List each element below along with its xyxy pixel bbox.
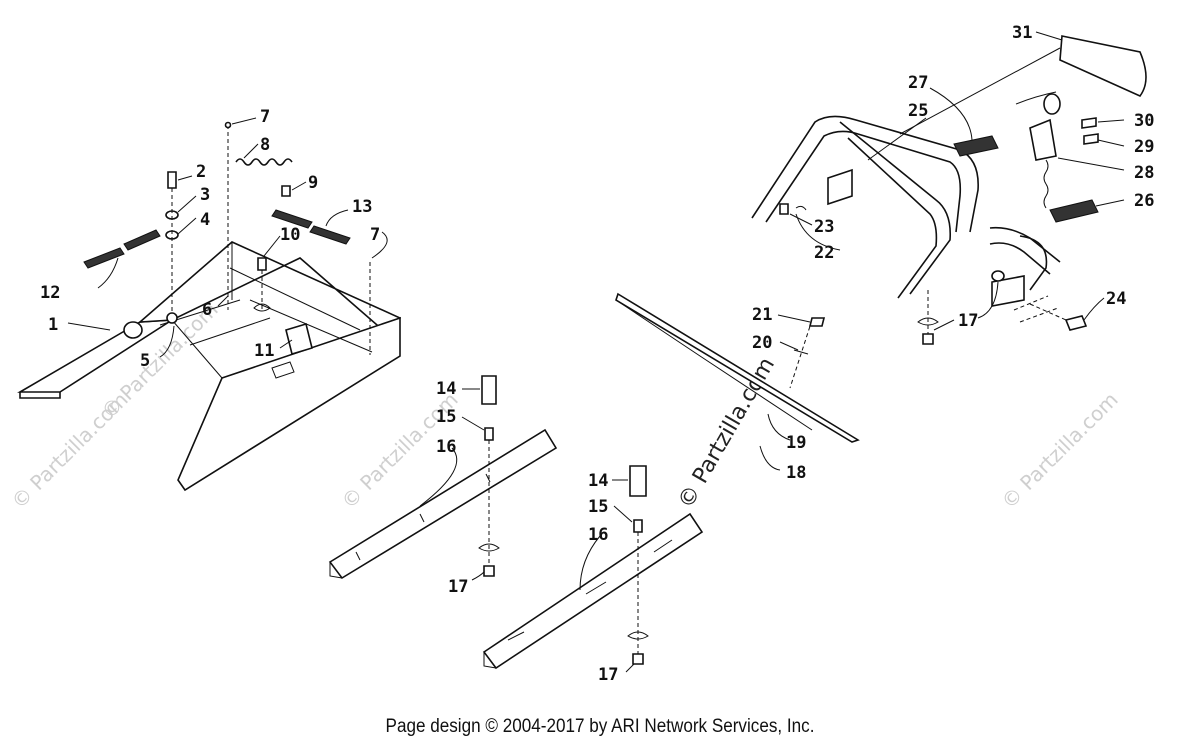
callout-11: 11 [254, 341, 274, 361]
watermark-text: © Partzilla.com [997, 387, 1123, 513]
callout-8: 8 [260, 135, 270, 155]
callout-12: 12 [40, 283, 60, 303]
callout-4: 4 [200, 210, 210, 230]
callout-14: 14 [588, 471, 608, 491]
seat-frame [17, 121, 402, 492]
callout-9: 9 [308, 173, 318, 193]
callout-15: 15 [436, 407, 456, 427]
callout-24: 24 [1106, 289, 1126, 309]
callout-18: 18 [786, 463, 806, 483]
callout-17: 17 [598, 665, 618, 685]
callout-26: 26 [1134, 191, 1154, 211]
callout-28: 28 [1134, 163, 1154, 183]
callout-7: 7 [260, 107, 270, 127]
callout-17: 17 [958, 311, 978, 331]
callout-7: 7 [370, 225, 380, 245]
callout-13: 13 [352, 197, 372, 217]
callout-3: 3 [200, 185, 210, 205]
callout-29: 29 [1134, 137, 1154, 157]
callout-30: 30 [1134, 111, 1154, 131]
trim-blade [615, 292, 860, 443]
callout-1: 1 [48, 315, 58, 335]
callout-25: 25 [908, 101, 928, 121]
callout-27: 27 [908, 73, 928, 93]
callout-6: 6 [202, 300, 212, 320]
callout-10: 10 [280, 225, 300, 245]
callout-31: 31 [1012, 23, 1032, 43]
leader-lines [67, 31, 1125, 673]
callout-20: 20 [752, 333, 772, 353]
footer-copyright: Page design © 2004-2017 by ARI Network S… [385, 716, 815, 737]
callout-16: 16 [588, 525, 608, 545]
callouts: 1 2 3 4 5 6 7 7 8 9 10 11 12 13 14 14 15… [40, 23, 1154, 685]
rail-right [482, 465, 704, 670]
rear-rack [751, 35, 1147, 345]
rail-left [328, 375, 558, 580]
callout-22: 22 [814, 243, 834, 263]
callout-2: 2 [196, 162, 206, 182]
callout-23: 23 [814, 217, 834, 237]
callout-15: 15 [588, 497, 608, 517]
callout-16: 16 [436, 437, 456, 457]
callout-19: 19 [786, 433, 806, 453]
callout-21: 21 [752, 305, 772, 325]
watermark-main: © Partzilla.com [674, 353, 781, 513]
callout-5: 5 [140, 351, 150, 371]
callout-14: 14 [436, 379, 456, 399]
callout-17: 17 [448, 577, 468, 597]
